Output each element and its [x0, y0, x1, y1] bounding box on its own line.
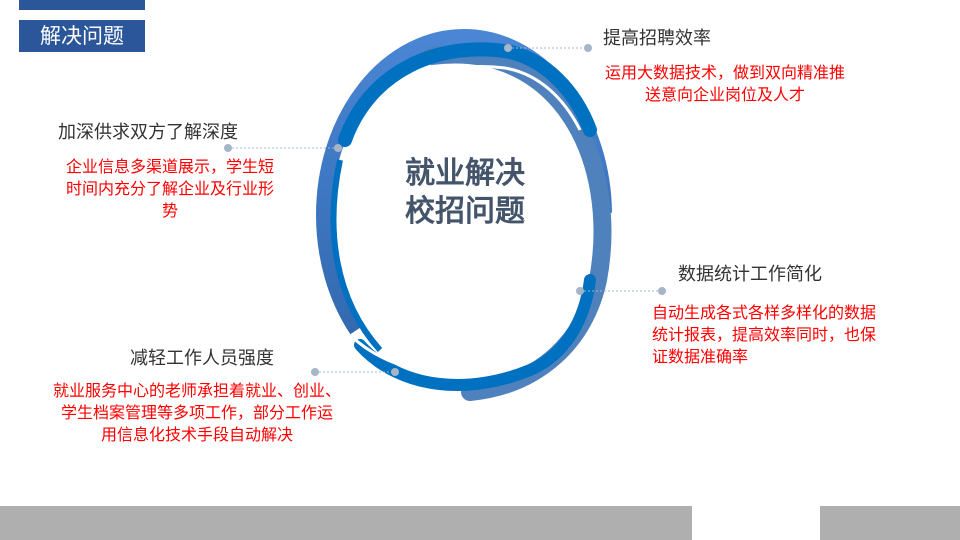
footer-bar-left: [0, 506, 692, 540]
heading-deepen-understanding: 加深供求双方了解深度: [58, 122, 238, 143]
page-title: 解决问题: [19, 20, 145, 52]
desc-line: 学生档案管理等多项工作，部分工作运: [60, 403, 333, 422]
heading-reduce-workload: 减轻工作人员强度: [130, 348, 274, 369]
desc-line: 证数据准确率: [652, 347, 749, 366]
desc-line: 就业服务中心的老师承担着就业、创业、: [52, 381, 341, 400]
desc-reduce-workload: 就业服务中心的老师承担着就业、创业、 学生档案管理等多项工作，部分工作运 用信息…: [22, 380, 372, 446]
desc-recruit-efficiency: 运用大数据技术，做到双向精准推 送意向企业岗位及人才: [580, 62, 870, 106]
desc-line: 势: [161, 201, 178, 220]
desc-line: 企业信息多渠道展示，学生短: [65, 157, 274, 176]
desc-line: 送意向企业岗位及人才: [644, 85, 805, 104]
center-title: 就业解决 校招问题: [370, 155, 560, 231]
desc-data-statistics: 自动生成各式各样多样化的数据 统计报表，提高效率同时，也保 证数据准确率: [652, 302, 927, 368]
center-title-line2: 校招问题: [405, 194, 525, 229]
desc-deepen-understanding: 企业信息多渠道展示，学生短 时间内充分了解企业及行业形 势: [40, 156, 300, 222]
desc-line: 用信息化技术手段自动解决: [100, 425, 293, 444]
center-title-line1: 就业解决: [405, 156, 525, 191]
desc-line: 时间内充分了解企业及行业形: [65, 179, 274, 198]
heading-data-statistics: 数据统计工作简化: [678, 264, 822, 285]
desc-line: 统计报表，提高效率同时，也保: [652, 325, 877, 344]
desc-line: 运用大数据技术，做到双向精准推: [604, 63, 845, 82]
footer-bar-right: [820, 506, 960, 540]
heading-recruit-efficiency: 提高招聘效率: [603, 28, 711, 49]
header-accent-bar: [19, 0, 145, 10]
desc-line: 自动生成各式各样多样化的数据: [652, 303, 877, 322]
